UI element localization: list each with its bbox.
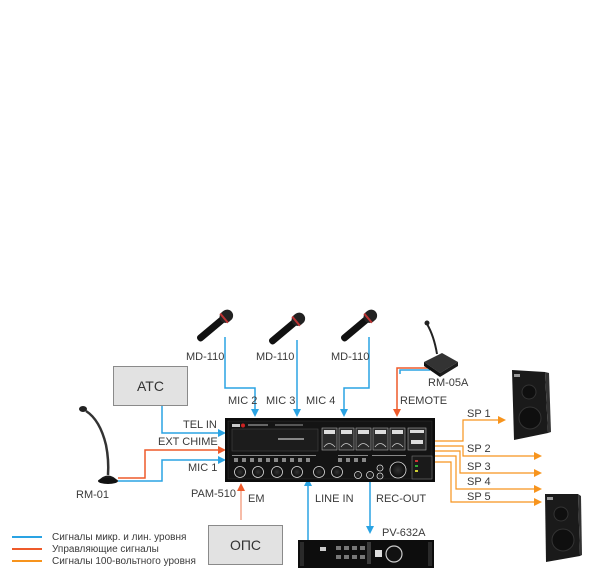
port-label-mic3: MIC 3: [266, 395, 296, 407]
output-label-sp4: SP 4: [467, 476, 491, 488]
device-label-md110-1: MD-110: [186, 351, 225, 363]
wire-remote-blue: [399, 369, 430, 374]
legend-item-control: Управляющие сигналы: [12, 543, 196, 555]
device-label-rm01: RM-01: [76, 489, 110, 501]
port-label-tel-in: TEL IN: [183, 419, 217, 431]
wire-sp4: [434, 455, 542, 493]
atc-box: АТС: [113, 366, 188, 406]
port-label-mic1: MIC 1: [188, 462, 218, 474]
wire-mic4: [340, 337, 370, 417]
gooseneck-microphone-icon: [79, 406, 118, 484]
device-label-rm05a: RM-05A: [428, 377, 469, 389]
output-label-sp3: SP 3: [467, 461, 491, 473]
port-label-remote: REMOTE: [400, 395, 448, 407]
wire-sp1: [434, 416, 506, 442]
wire-sp5: [434, 461, 542, 506]
voice-recorder-icon: [298, 540, 434, 568]
wire-mic2: [224, 337, 259, 417]
output-label-sp2: SP 2: [467, 443, 491, 455]
legend-text: Сигналы 100-вольтного уровня: [52, 555, 196, 567]
wire-ext-chime: [118, 446, 226, 479]
loudspeaker-icon: [512, 370, 551, 440]
port-label-em: EM: [248, 493, 265, 505]
legend: Сигналы микр. и лин. уровня Управляющие …: [12, 531, 196, 567]
legend-swatch: [12, 536, 42, 538]
loudspeaker-icon: [545, 494, 582, 562]
port-label-line-in: LINE IN: [315, 493, 354, 505]
wire-tel-in: [161, 405, 226, 437]
legend-text: Управляющие сигналы: [52, 543, 159, 555]
wire-mic1: [118, 456, 226, 482]
mixer-amplifier-icon: [225, 418, 435, 482]
device-label-md110-2: MD-110: [256, 351, 295, 363]
legend-swatch: [12, 548, 42, 550]
port-label-mic4: MIC 4: [306, 395, 336, 407]
handheld-microphone-icon: [340, 309, 378, 342]
wire-remote: [393, 367, 428, 417]
device-label-md110-3: MD-110: [331, 351, 370, 363]
legend-item-signal: Сигналы микр. и лин. уровня: [12, 531, 196, 543]
port-label-mic2: MIC 2: [228, 395, 258, 407]
device-label-pam510: PAM-510: [191, 488, 237, 500]
wire-sp2: [434, 445, 542, 460]
legend-text: Сигналы микр. и лин. уровня: [52, 531, 187, 543]
port-label-rec-out: REC-OUT: [376, 493, 427, 505]
wire-sp3: [434, 450, 542, 477]
output-label-sp5: SP 5: [467, 491, 491, 503]
output-label-sp1: SP 1: [467, 408, 491, 420]
handheld-microphone-icon: [268, 312, 306, 345]
legend-item-100v: Сигналы 100-вольтного уровня: [12, 555, 196, 567]
ops-box: ОПС: [208, 525, 283, 565]
legend-swatch: [12, 560, 42, 562]
port-label-ext-chime: EXT CHIME: [158, 436, 218, 448]
device-label-pv632a: PV-632A: [382, 527, 426, 539]
paging-console-icon: [424, 320, 458, 377]
handheld-microphone-icon: [196, 309, 234, 342]
